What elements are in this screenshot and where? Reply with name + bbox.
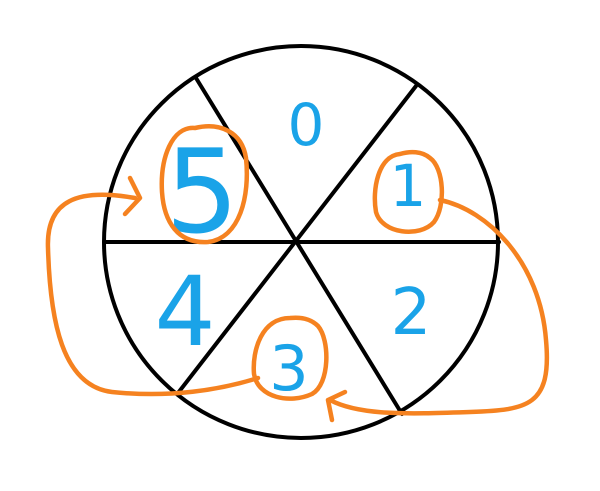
sector-label-3: 3: [269, 332, 308, 405]
arrow-head-at-3: [325, 389, 348, 423]
sector-label-4: 4: [154, 256, 215, 368]
sector-label-2: 2: [391, 276, 432, 350]
sector-label-0: 0: [288, 91, 325, 159]
divider-upper-right-lower-left: [176, 84, 418, 395]
sector-label-1: 1: [390, 152, 427, 220]
sector-labels: 0 1 2 3 4 5: [154, 91, 431, 405]
arrow-3-to-5: [45, 192, 261, 397]
highlight-loop-5: [159, 124, 249, 245]
arrow-1-to-3: [327, 197, 550, 416]
highlight-loop-3: [251, 315, 329, 401]
highlights: [45, 124, 550, 423]
arrow-head-at-5: [122, 175, 143, 217]
highlight-loop-1: [372, 149, 445, 234]
sector-label-5: 5: [165, 125, 239, 260]
